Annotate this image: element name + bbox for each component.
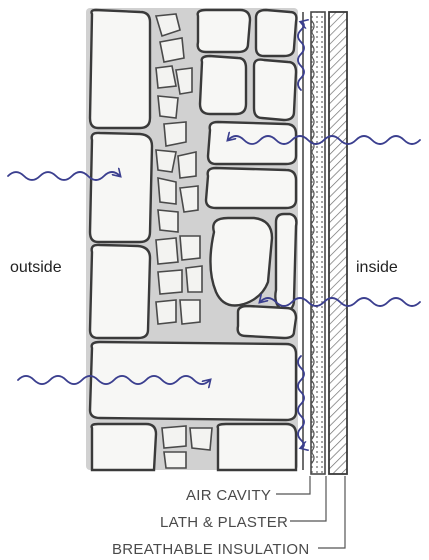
wall-lining-layers — [303, 12, 347, 474]
stone — [238, 306, 296, 338]
rubble-stone — [190, 428, 212, 450]
stone — [218, 424, 296, 470]
stone — [275, 214, 296, 310]
rubble-stone — [156, 66, 176, 88]
rubble-stone — [180, 300, 200, 324]
stone — [90, 245, 150, 338]
rubble-stone — [164, 452, 186, 468]
air-cavity-leader — [276, 476, 310, 494]
stone — [198, 10, 250, 52]
stone — [92, 424, 156, 470]
rubble-stone — [156, 300, 176, 324]
masonry-wall — [86, 8, 298, 470]
breathable-insulation-layer — [329, 12, 347, 474]
stone — [200, 56, 246, 114]
stone — [210, 218, 272, 306]
rubble-stone — [158, 210, 178, 232]
inside-label: inside — [356, 259, 398, 276]
stone — [90, 10, 150, 128]
rubble-stone — [180, 236, 200, 260]
callout-lath-plaster: LATH & PLASTER — [160, 514, 288, 531]
rubble-stone — [164, 122, 186, 146]
rubble-stone — [180, 186, 198, 212]
callout-air-cavity: AIR CAVITY — [186, 487, 271, 504]
rubble-stone — [156, 238, 178, 264]
outside-label: outside — [10, 259, 62, 276]
rubble-stone — [156, 150, 176, 172]
stone — [254, 60, 296, 120]
stone — [206, 168, 296, 208]
stone — [90, 133, 152, 242]
insulation-leader — [318, 476, 345, 548]
rubble-stone — [178, 152, 196, 178]
stone — [256, 10, 296, 56]
rubble-stone — [162, 426, 186, 448]
rubble-stone — [186, 266, 202, 292]
callout-breathable-insulation: BREATHABLE INSULATION — [112, 541, 309, 558]
lath-plaster-leader — [290, 476, 326, 521]
lath-and-plaster-layer — [311, 12, 325, 474]
stone — [90, 342, 296, 420]
rubble-stone — [158, 96, 178, 118]
rubble-stone — [158, 178, 176, 204]
callout-leaders — [276, 476, 345, 548]
rubble-stone — [158, 270, 182, 294]
rubble-stone — [160, 38, 184, 62]
